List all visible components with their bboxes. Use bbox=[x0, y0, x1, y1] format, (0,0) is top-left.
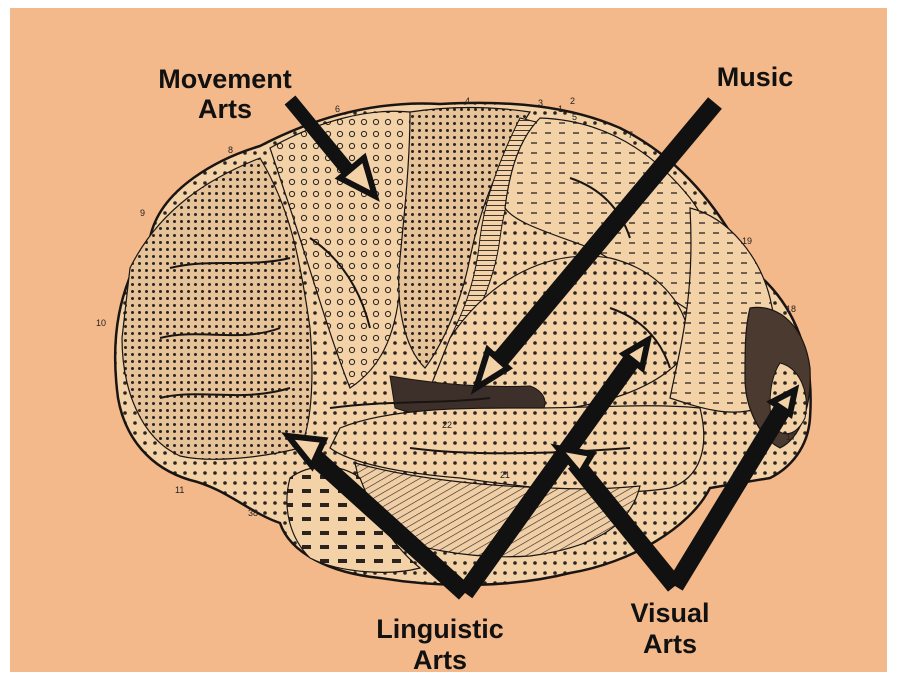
area-number: 8 bbox=[228, 145, 233, 155]
label-linguistic-arts: Linguistic Arts bbox=[355, 614, 525, 672]
label-visual-arts: Visual Arts bbox=[610, 598, 730, 660]
brain-diagram: 4 3 1 2 5 6 7 8 9 10 11 38 19 18 17 21 2… bbox=[10, 8, 887, 672]
area-number: 11 bbox=[175, 485, 184, 495]
area-number: 17 bbox=[786, 432, 796, 442]
area-number: 18 bbox=[786, 304, 796, 314]
area-number: 1 bbox=[558, 104, 563, 114]
area-number: 7 bbox=[628, 130, 633, 140]
area-number: 21 bbox=[500, 470, 510, 480]
area-number: 38 bbox=[248, 508, 258, 518]
area-number: 2 bbox=[570, 96, 575, 106]
area-number: 22 bbox=[442, 420, 452, 430]
label-music: Music bbox=[700, 62, 810, 92]
area-number: 10 bbox=[96, 318, 106, 328]
area-number: 6 bbox=[335, 104, 340, 114]
area-number: 19 bbox=[742, 236, 752, 246]
area-number: 3 bbox=[538, 98, 543, 108]
area-number: 9 bbox=[140, 208, 145, 218]
label-movement-arts: Movement Arts bbox=[150, 64, 300, 124]
area-number: 5 bbox=[572, 112, 577, 122]
figure-frame: 4 3 1 2 5 6 7 8 9 10 11 38 19 18 17 21 2… bbox=[10, 8, 887, 672]
area-number: 4 bbox=[465, 96, 470, 106]
